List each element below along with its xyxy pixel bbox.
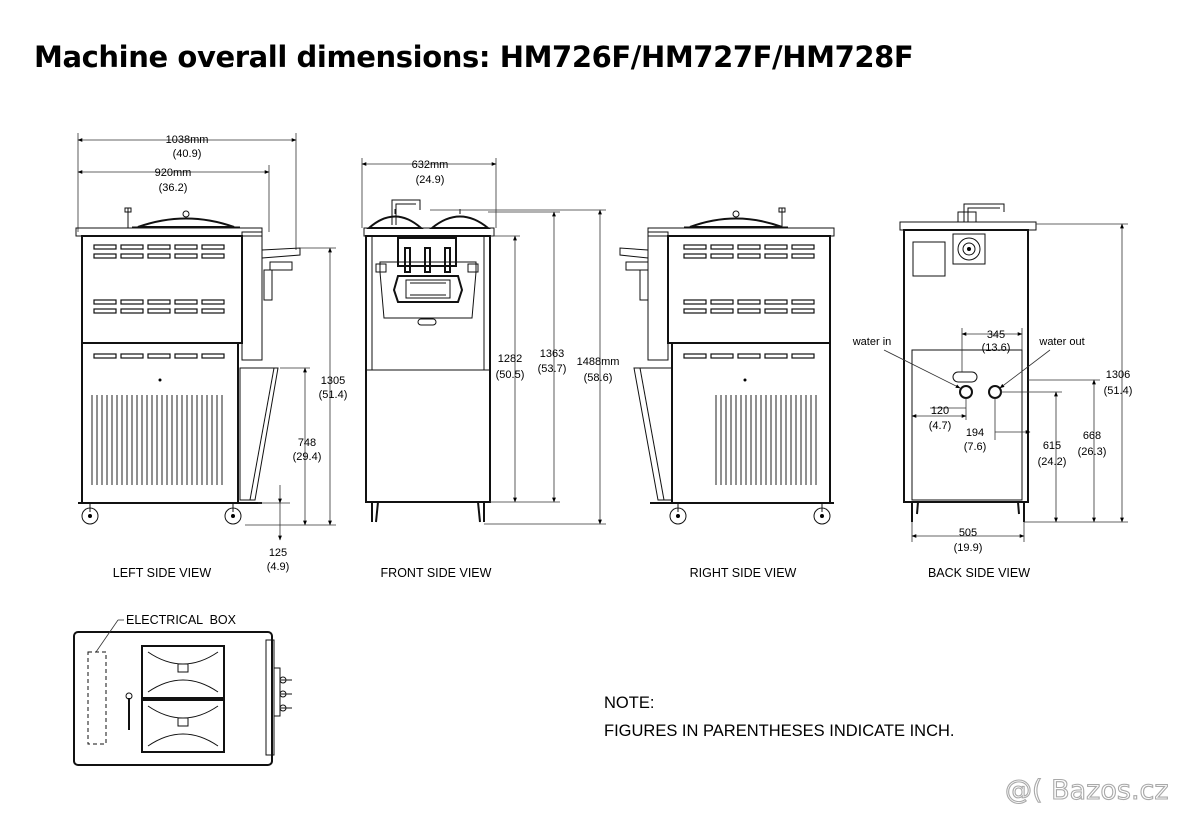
dim-left-width-mm: 1038mm [166, 134, 209, 146]
dim-left-mid-mm: 748 [298, 437, 316, 449]
dim-back-615-mm: 615 [1043, 440, 1061, 452]
view-title-right: RIGHT SIDE VIEW [690, 566, 797, 580]
dim-left-low-in: (4.9) [267, 561, 290, 573]
dim-front-h1-mm: 1282 [498, 353, 522, 365]
label-electrical-box: ELECTRICAL BOX [126, 613, 237, 627]
note-heading: NOTE: [604, 694, 654, 712]
watermark: @( Bazos.cz [1005, 775, 1169, 806]
dim-back-194-mm: 194 [966, 427, 984, 439]
page-title: Machine overall dimensions: HM726F/HM727… [34, 40, 914, 74]
dim-front-width-in: (24.9) [416, 174, 445, 186]
dim-left-inner-mm: 920mm [155, 167, 192, 179]
right-side-view [619, 207, 835, 525]
dim-back-345-in: (13.6) [982, 342, 1011, 354]
label-water-in: water in [852, 336, 892, 348]
dim-front-h3-in: (58.6) [584, 372, 613, 384]
note-text: FIGURES IN PARENTHESES INDICATE INCH. [604, 722, 955, 740]
dim-back-668-in: (26.3) [1078, 446, 1107, 458]
dim-left-low-mm: 125 [269, 547, 287, 559]
dim-back-505-in: (19.9) [954, 542, 983, 554]
dim-front-h1-in: (50.5) [496, 369, 525, 381]
dim-front-h2-in: (53.7) [538, 363, 567, 375]
top-view [73, 619, 292, 766]
dim-back-1306-in: (51.4) [1104, 385, 1133, 397]
dim-left-inner-in: (36.2) [159, 182, 188, 194]
left-side-view [75, 133, 336, 541]
dim-left-width-in: (40.9) [173, 148, 202, 160]
dim-back-615-in: (24.2) [1038, 456, 1067, 468]
dim-back-668-mm: 668 [1083, 430, 1101, 442]
view-title-front: FRONT SIDE VIEW [381, 566, 492, 580]
dim-back-120-mm: 120 [931, 405, 949, 417]
front-side-view [361, 158, 606, 525]
dim-left-mid-in: (29.4) [293, 451, 322, 463]
dim-back-194-in: (7.6) [964, 441, 987, 453]
dim-back-1306-mm: 1306 [1106, 369, 1130, 381]
dim-left-height-in: (51.4) [319, 389, 348, 401]
dim-front-h2-mm: 1363 [540, 348, 564, 360]
dim-front-h3-mm: 1488mm [577, 356, 620, 368]
view-title-left: LEFT SIDE VIEW [113, 566, 212, 580]
view-title-back: BACK SIDE VIEW [928, 566, 1030, 580]
dim-back-345-mm: 345 [987, 329, 1005, 341]
dim-back-120-in: (4.7) [929, 420, 952, 432]
dim-left-height-mm: 1305 [321, 375, 345, 387]
dim-back-505-mm: 505 [959, 527, 977, 539]
label-water-out: water out [1038, 336, 1084, 348]
back-side-view [883, 203, 1128, 542]
dim-front-width-mm: 632mm [412, 159, 449, 171]
